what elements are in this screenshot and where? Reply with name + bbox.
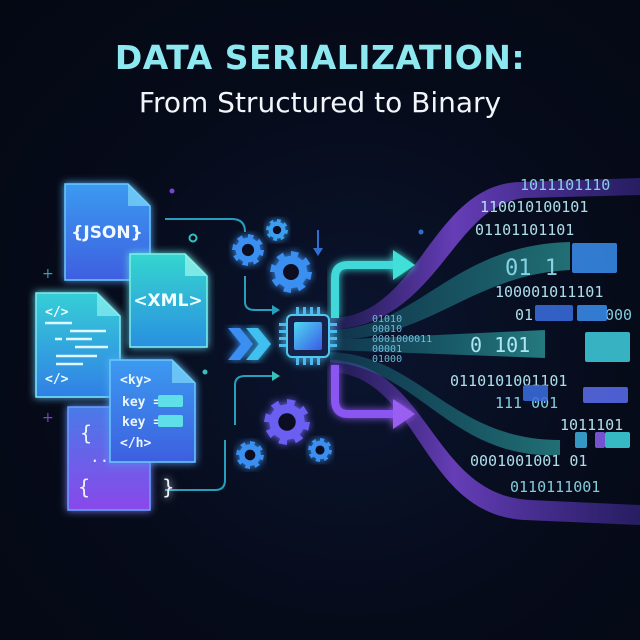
dot (418, 229, 424, 235)
data-block (605, 432, 630, 448)
chip-pin (330, 330, 337, 333)
kv-key-1: key = (122, 395, 161, 410)
binary-row: 1011101110 (520, 176, 610, 194)
code-lines (45, 321, 108, 366)
binary-row: 100001011101 (495, 283, 603, 301)
chip-pin (330, 337, 337, 340)
binary-row: 110010100101 (480, 198, 588, 216)
binary-row: 0110111001 (510, 478, 600, 496)
plus-icon: + (42, 266, 54, 282)
data-block (523, 385, 548, 401)
dot (188, 233, 198, 243)
input-binary-row: 00010 (372, 324, 402, 335)
chip-pin (303, 358, 306, 365)
input-binary-row: 01000 (372, 354, 402, 365)
connector-line (165, 218, 246, 233)
chip-pin (279, 323, 286, 326)
page-title: DATA SERIALIZATION: (114, 38, 526, 77)
data-block (583, 387, 628, 403)
chip-pin (296, 358, 299, 365)
file-icon-code: </> </> (35, 292, 121, 398)
arrow-head-icon (272, 371, 280, 381)
brace-dots: .. (90, 447, 109, 466)
cyan-band-upper (330, 242, 570, 340)
binary-row: 01 1 (505, 256, 558, 281)
data-block (535, 305, 573, 321)
arrow-right-icon (331, 250, 415, 318)
arrow-right-icon (331, 365, 415, 429)
brace-close: { } (78, 475, 174, 499)
arrow-head-icon (272, 305, 280, 315)
cpu-chip-icon (279, 307, 337, 365)
cyan-band-middle (330, 330, 545, 358)
binary-row: 0 101 (470, 333, 530, 357)
chip-pin (310, 307, 313, 314)
data-block (595, 432, 605, 448)
data-block (572, 243, 617, 273)
chip-pin (303, 307, 306, 314)
file-icon-keyvalue: <ky> key = key = </h> (109, 359, 196, 463)
file-icon-json: {JSON} (64, 183, 151, 281)
page-subtitle: From Structured to Binary (138, 86, 502, 119)
binary-row: 1011101 (560, 416, 623, 434)
connector-line (244, 276, 272, 311)
kv-tag-open: <ky> (120, 373, 151, 388)
gear-icon (270, 251, 312, 293)
binary-row: 01 (515, 306, 533, 324)
dot (202, 369, 208, 375)
chip-pin (279, 337, 286, 340)
binary-row: 01101101101 (475, 221, 574, 239)
chevron-double-right-icon (228, 328, 271, 360)
kv-key-2: key = (122, 415, 161, 430)
data-block (575, 432, 587, 448)
xml-label: <XML> (133, 291, 202, 311)
chip-pin (330, 323, 337, 326)
input-binary-row: 01010 (372, 314, 402, 325)
chip-pin (310, 358, 313, 365)
data-block (577, 305, 607, 321)
gear-icon (266, 219, 288, 241)
binary-row: 0001001001 01 (470, 452, 587, 470)
kv-tag-close: </h> (120, 436, 151, 451)
binary-row: 0110101001101 (450, 372, 567, 390)
code-close-tag: </> (45, 372, 69, 387)
gear-icon (236, 441, 264, 469)
code-open-tag: </> (45, 305, 69, 320)
connectors: + + (42, 188, 424, 491)
chip-pin (279, 330, 286, 333)
chip-pin (279, 344, 286, 347)
brace-open: { (80, 421, 92, 445)
purple-band-bottom (330, 360, 640, 525)
connector-line (234, 375, 272, 425)
binary-row: 000 (605, 306, 632, 324)
gear-icon (264, 399, 310, 445)
arrow-down-icon (313, 248, 323, 256)
data-block (585, 332, 630, 362)
input-binary-row: 0001000011 (372, 334, 432, 345)
purple-band-top (330, 178, 640, 330)
gear-icon (308, 438, 332, 462)
json-label: {JSON} (71, 223, 142, 243)
plus-icon: + (42, 410, 54, 426)
connector-line (165, 440, 226, 491)
cyan-band-lower (330, 352, 560, 456)
chip-pin (296, 307, 299, 314)
file-icon-xml: <XML> (129, 253, 208, 348)
chip-pin (330, 344, 337, 347)
binary-stream: 1011101110 110010100101 01101101101 01 1 100… (330, 176, 640, 525)
gears (232, 219, 332, 469)
input-binary-row: 00001 (372, 344, 402, 355)
kv-value-1 (158, 395, 183, 407)
gear-icon (232, 234, 264, 266)
chip-pin (317, 307, 320, 314)
kv-value-2 (158, 415, 183, 427)
dot (169, 188, 175, 194)
chip-pin (317, 358, 320, 365)
